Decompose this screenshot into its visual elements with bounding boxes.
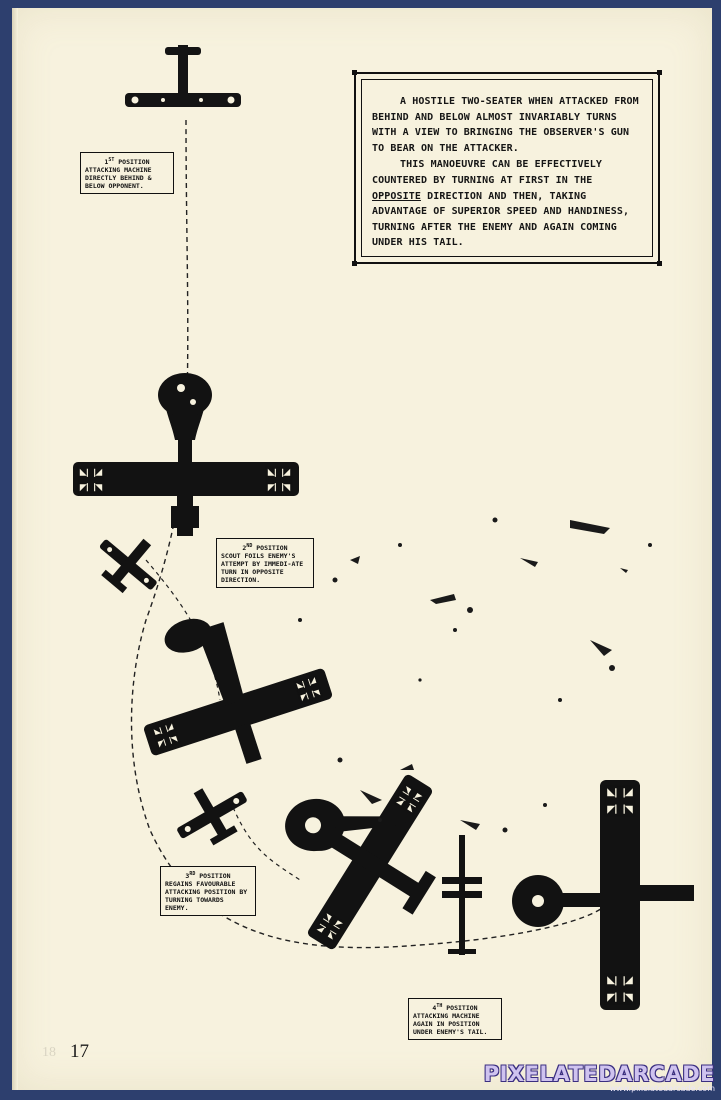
callout-corner: [657, 70, 662, 75]
label-fourth-title: 4TH POSITION: [432, 1003, 478, 1013]
label-second-text: SCOUT FOILS ENEMY'S ATTEMPT BY IMMEDI-AT…: [221, 552, 304, 585]
page-edge-shadow: [12, 8, 18, 1090]
label-fourth-position: 4TH POSITION ATTACKING MACHINE AGAIN IN …: [408, 998, 502, 1041]
callout-corner: [352, 261, 357, 266]
label-first-position: 1ST POSITION ATTACKING MACHINE DIRECTLY …: [80, 152, 174, 195]
callout-p2-underlined: OPPOSITE: [372, 190, 421, 202]
callout-p2-start: THIS MANOEUVRE CAN BE EFFECTIVELY COUNTE…: [372, 159, 602, 186]
watermark-name: PIXELATEDARCADE: [483, 1062, 715, 1086]
page-number-bleedthrough: 18: [42, 1045, 56, 1060]
callout-paragraph-2: THIS MANOEUVRE CAN BE EFFECTIVELY COUNTE…: [372, 157, 644, 251]
label-fourth-text: ATTACKING MACHINE AGAIN IN POSITION UNDE…: [413, 1012, 488, 1037]
watermark: PIXELATEDARCADE www.pixelatedarcade.com: [484, 1062, 715, 1093]
callout-corner: [352, 70, 357, 75]
label-third-title: 3RD POSITION: [185, 871, 231, 881]
label-first-title: 1ST POSITION: [104, 157, 150, 167]
page-number: 17: [70, 1041, 89, 1062]
label-third-text: REGAINS FAVOURABLE ATTACKING POSITION BY…: [165, 880, 248, 913]
label-second-title: 2ND POSITION: [242, 543, 288, 553]
callout-p2-end: DIRECTION AND THEN, TAKING ADVANTAGE OF …: [372, 190, 630, 249]
label-third-position: 3RD POSITION REGAINS FAVOURABLE ATTACKIN…: [160, 866, 256, 917]
callout-corner: [657, 261, 662, 266]
watermark-url: www.pixelatedarcade.com: [609, 1084, 715, 1093]
callout-paragraph-1: A HOSTILE TWO-SEATER WHEN ATTACKED FROM …: [372, 96, 639, 154]
label-first-text: ATTACKING MACHINE DIRECTLY BEHIND & BELO…: [85, 166, 152, 191]
callout-text: A HOSTILE TWO-SEATER WHEN ATTACKED FROM …: [372, 94, 644, 251]
tactic-callout-box: A HOSTILE TWO-SEATER WHEN ATTACKED FROM …: [352, 70, 662, 266]
label-second-position: 2ND POSITION SCOUT FOILS ENEMY'S ATTEMPT…: [216, 538, 314, 589]
